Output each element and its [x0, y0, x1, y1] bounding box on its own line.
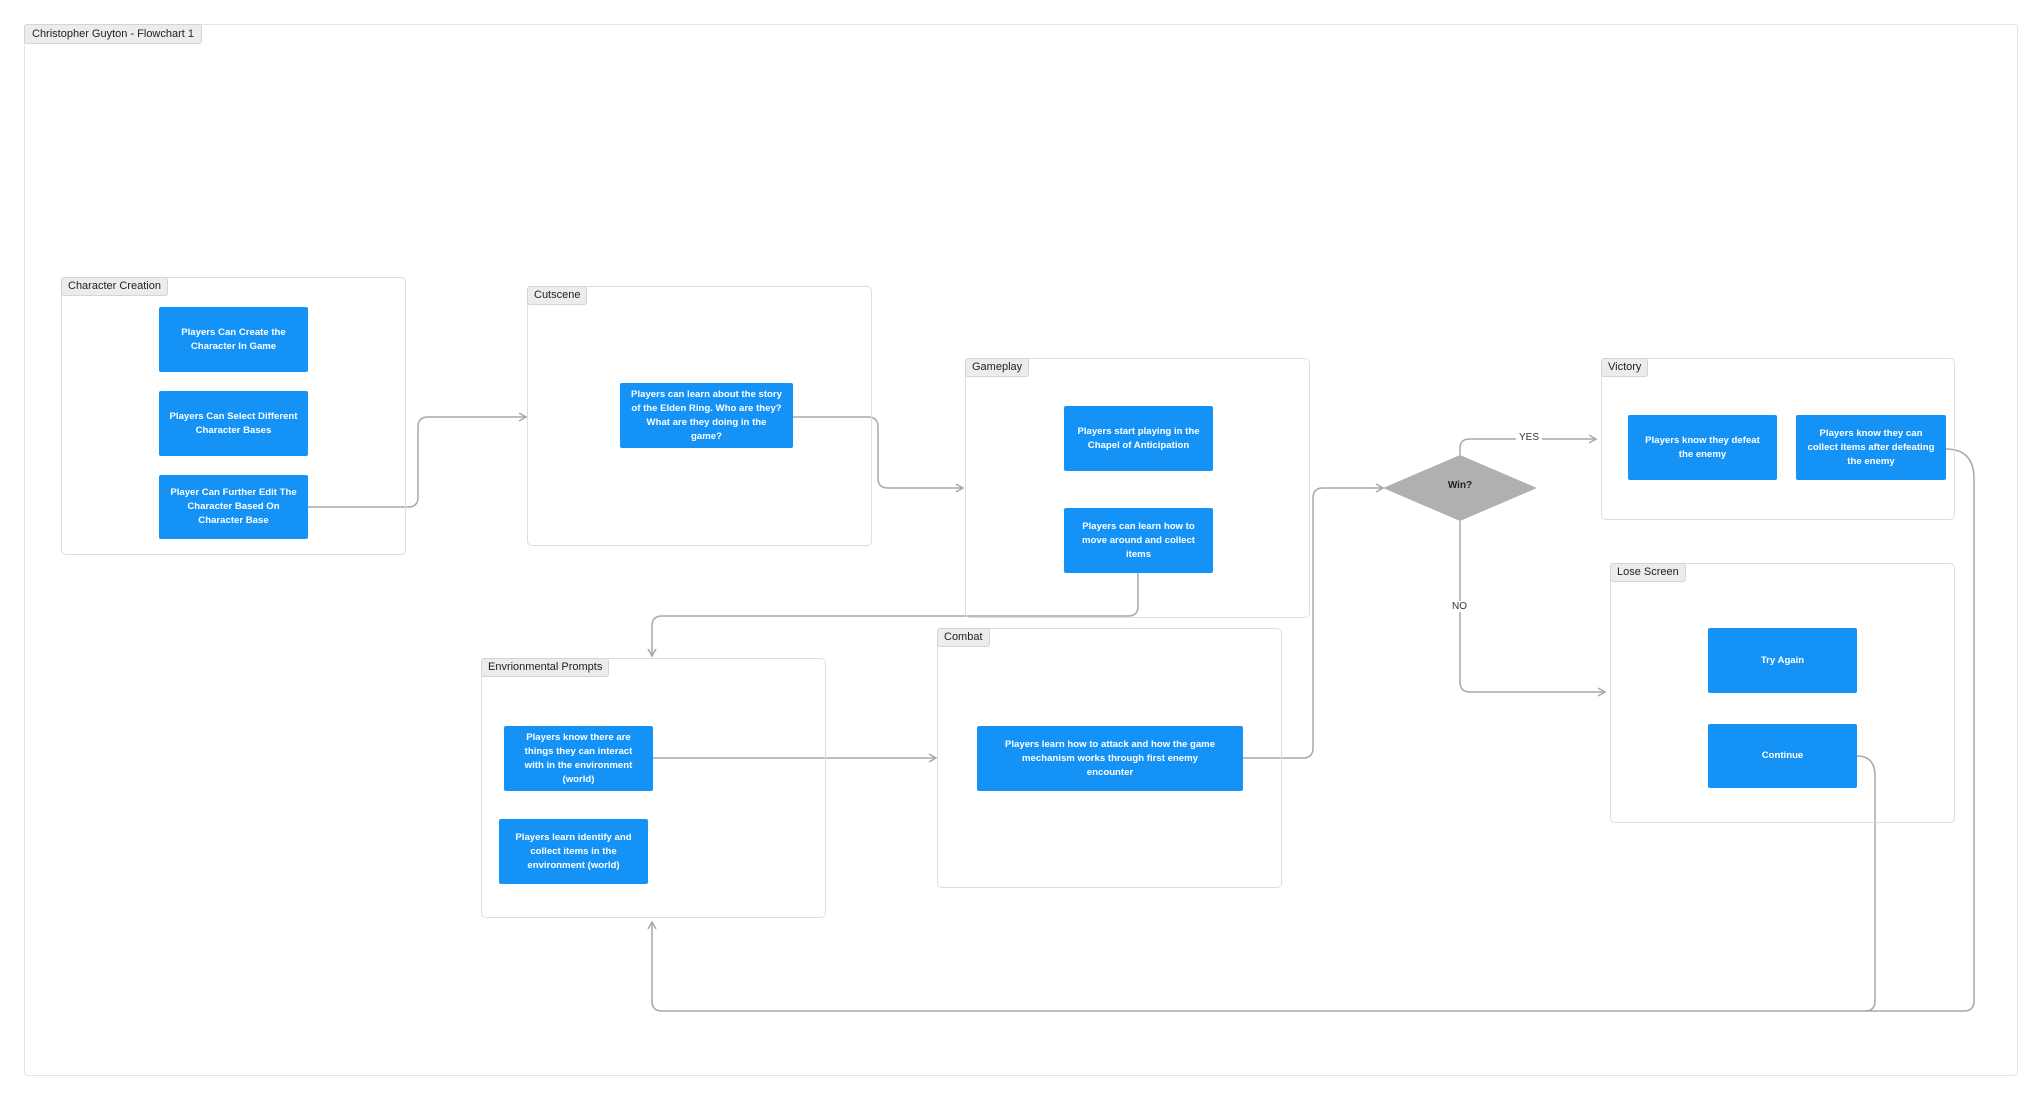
- node-learn-story[interactable]: Players can learn about the story of the…: [620, 383, 793, 448]
- section-victory: [1601, 358, 1955, 520]
- node-collect-after[interactable]: Players know they can collect items afte…: [1796, 415, 1946, 480]
- node-interact-env[interactable]: Players know there are things they can i…: [504, 726, 653, 791]
- node-move-collect[interactable]: Players can learn how to move around and…: [1064, 508, 1213, 573]
- section-gameplay: [965, 358, 1310, 618]
- node-learn-attack[interactable]: Players learn how to attack and how the …: [977, 726, 1243, 791]
- section-combat: [937, 628, 1282, 888]
- node-identify-items[interactable]: Players learn identify and collect items…: [499, 819, 648, 884]
- section-label-gameplay: Gameplay: [965, 358, 1030, 377]
- edge-continue-loop: [1856, 755, 1876, 1012]
- node-defeat-enemy[interactable]: Players know they defeat the enemy: [1628, 415, 1777, 480]
- frame-title: Christopher Guyton - Flowchart 1: [24, 24, 203, 44]
- edge-victory-loop: [647, 448, 1975, 1012]
- section-label-environmental-prompts: Envrionmental Prompts: [481, 658, 610, 677]
- node-edit-character[interactable]: Player Can Further Edit The Character Ba…: [159, 475, 308, 539]
- section-label-victory: Victory: [1601, 358, 1649, 377]
- edge-gameplay-to-environment: [647, 573, 1139, 658]
- section-lose-screen: [1610, 563, 1955, 823]
- node-create-character[interactable]: Players Can Create the Character In Game: [159, 307, 308, 372]
- decision-label: Win?: [1447, 480, 1473, 491]
- section-label-cutscene: Cutscene: [527, 286, 588, 305]
- section-label-combat: Combat: [937, 628, 990, 647]
- edge-combat-to-decision: [1243, 483, 1385, 759]
- node-chapel[interactable]: Players start playing in the Chapel of A…: [1064, 406, 1213, 471]
- edge-decision-no: [1459, 521, 1607, 697]
- node-select-bases[interactable]: Players Can Select Different Character B…: [159, 391, 308, 456]
- node-continue[interactable]: Continue: [1708, 724, 1857, 788]
- edge-creation-to-cutscene: [308, 412, 528, 508]
- section-label-character-creation: Character Creation: [61, 277, 168, 296]
- edge-decision-yes: [1459, 434, 1598, 455]
- section-environmental-prompts: [481, 658, 826, 918]
- decision-diamond: [1383, 455, 1537, 521]
- edge-cutscene-to-gameplay: [793, 416, 965, 493]
- section-label-lose-screen: Lose Screen: [1610, 563, 1686, 582]
- section-character-creation: [61, 277, 406, 555]
- flowchart-frame: [24, 24, 2018, 1076]
- edge-label-yes: YES: [1516, 432, 1543, 443]
- node-try-again[interactable]: Try Again: [1708, 628, 1857, 693]
- edge-label-no: NO: [1449, 601, 1470, 612]
- section-cutscene: [527, 286, 872, 546]
